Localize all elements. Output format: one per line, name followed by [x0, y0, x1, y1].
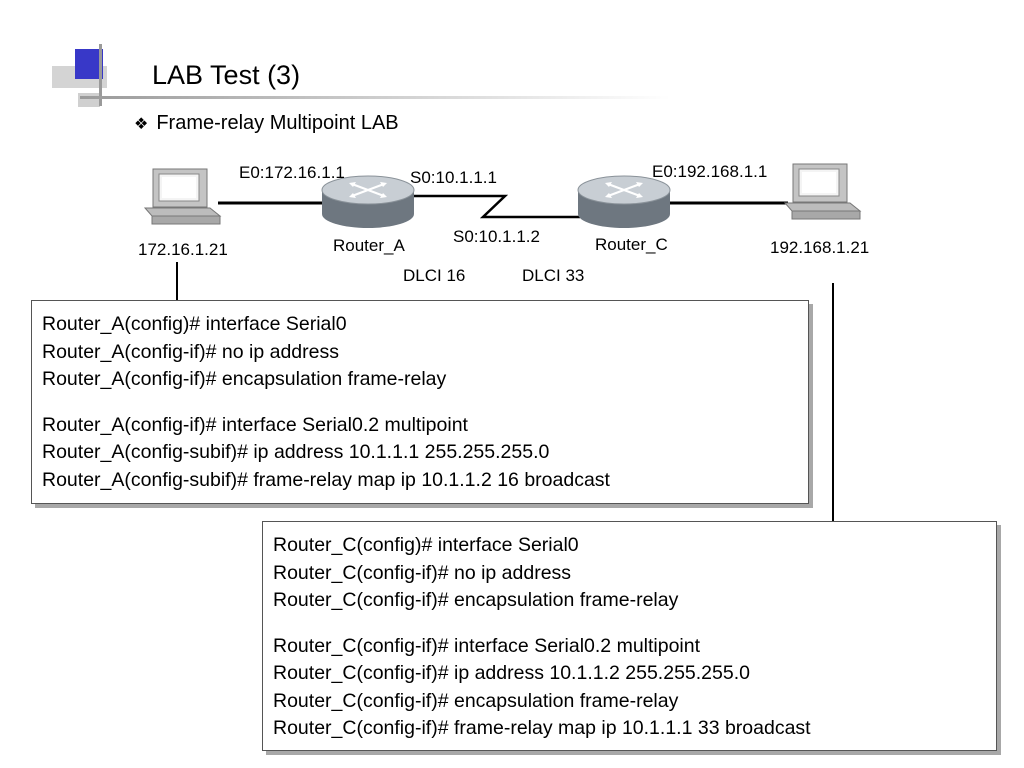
pc-left-ip-label: 172.16.1.21: [138, 240, 228, 259]
title-underline: [80, 96, 670, 99]
config-c-line: Router_C(config-if)# encapsulation frame…: [273, 689, 679, 712]
config-a-line: Router_A(config-if)# encapsulation frame…: [42, 368, 447, 390]
router-c-s0-label: S0:10.1.1.2: [453, 227, 540, 246]
slide-logo: [52, 44, 670, 107]
config-c-line: Router_C(config-if)# no ip address: [273, 561, 572, 584]
router-a-s0-label: S0:10.1.1.1: [410, 168, 497, 187]
slide-subtitle: ❖ Frame-relay Multipoint LAB: [134, 112, 399, 135]
subtitle-text: Frame-relay Multipoint LAB: [156, 112, 399, 134]
pc-right-icon: [783, 163, 862, 220]
config-c-blank-line: [273, 615, 996, 633]
config-c-line: Router_C(config-if)# ip address 10.1.1.2…: [273, 662, 750, 684]
config-a-line: Router_A(config-subif)# frame-relay map …: [42, 468, 610, 491]
pc-right-ip-label: 192.168.1.21: [770, 238, 870, 257]
config-a-line: Router_A(config-if)# interface Serial0.2…: [42, 413, 468, 436]
router-c-e0-label: E0:192.168.1.1: [652, 162, 768, 181]
router-c-name-label: Router_C: [595, 235, 668, 254]
router-a-icon: [321, 175, 415, 228]
dlci-a-label: DLCI 16: [403, 266, 466, 285]
dlci-c-label: DLCI 33: [522, 266, 585, 285]
config-box-router-a: Router_A(config)# interface Serial0 Rout…: [31, 300, 809, 504]
config-a-blank-line: [42, 394, 808, 412]
serial-link: [410, 194, 580, 219]
config-a-line: Router_A(config-subif)# ip address 10.1.…: [42, 441, 550, 463]
slide-title: LAB Test (3): [152, 60, 301, 90]
config-box-router-c: Router_C(config)# interface Serial0 Rout…: [262, 521, 997, 751]
config-c-line: Router_C(config-if)# frame-relay map ip …: [273, 717, 811, 739]
logo-blue-square: [75, 49, 103, 79]
router-a-e0-label: E0:172.16.1.1: [239, 163, 345, 182]
config-a-line: Router_A(config-if)# no ip address: [42, 340, 339, 363]
config-a-line: Router_A(config)# interface Serial0: [42, 313, 347, 335]
diamond-bullet-icon: ❖: [134, 116, 149, 133]
pc-left-icon: [143, 168, 222, 225]
config-c-line: Router_C(config)# interface Serial0: [273, 534, 579, 556]
router-a-name-label: Router_A: [333, 236, 405, 255]
router-c-icon: [577, 175, 671, 228]
config-c-line: Router_C(config-if)# encapsulation frame…: [273, 589, 679, 611]
config-c-line: Router_C(config-if)# interface Serial0.2…: [273, 634, 701, 657]
logo-vertical-bar: [99, 44, 102, 106]
